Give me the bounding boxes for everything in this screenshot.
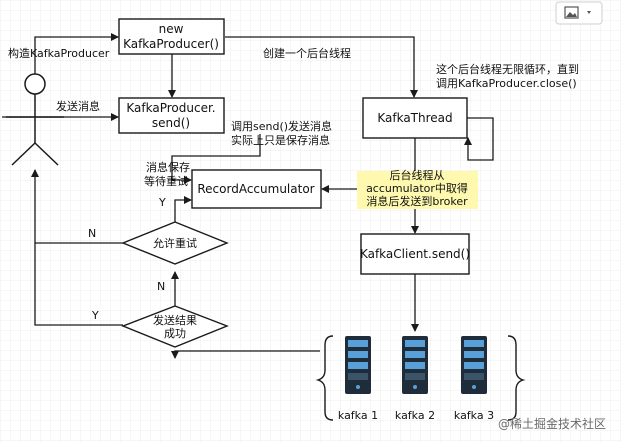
server-icon — [461, 336, 487, 394]
broker-label: kafka 3 — [454, 409, 494, 422]
arrow-retry-yes — [174, 196, 192, 222]
broker-kafka-3: kafka 3 — [454, 336, 494, 422]
watermark: @稀土掘金技术社区 — [498, 416, 606, 431]
image-icon — [564, 6, 579, 19]
label-call-send-line1: 调用send()发送消息 — [231, 119, 332, 133]
label-result-no: N — [157, 280, 165, 293]
label-result-yes: Y — [91, 309, 99, 322]
note-fetch-from-accumulator: 后台线程从 accumulator中取得 消息后发送到broker — [357, 168, 478, 209]
chevron-down-icon — [587, 11, 591, 14]
arrow-construct — [34, 33, 119, 74]
label-save-wait-line2: 等待重试 — [144, 174, 188, 188]
label-create-thread: 创建一个后台线程 — [263, 46, 351, 60]
image-menu-button[interactable] — [555, 1, 603, 25]
box-kafka-client-send: KafkaClient.send() — [360, 233, 470, 275]
label-thread-loop-line2: 调用KafkaProducer.close() — [436, 77, 577, 90]
box-new-producer-line2: KafkaProducer() — [123, 37, 219, 51]
box-record-accumulator-label: RecordAccumulator — [197, 182, 314, 196]
decision-allow-retry-label: 允许重试 — [153, 236, 197, 250]
decision-send-success-line1: 发送结果 — [153, 313, 197, 327]
box-kafka-thread: KafkaThread — [362, 97, 468, 139]
box-new-producer-line1: new — [159, 22, 184, 36]
label-save-wait-line1: 消息保存 — [146, 160, 190, 174]
broker-kafka-2: kafka 2 — [395, 336, 435, 422]
arrow-thread-loop — [464, 117, 494, 161]
label-send-message: 发送消息 — [56, 99, 100, 113]
decision-send-success-line2: 成功 — [164, 327, 186, 340]
label-thread-loop-line1: 这个后台线程无限循环，直到 — [436, 62, 579, 76]
box-new-producer: new KafkaProducer() — [118, 18, 225, 55]
broker-label: kafka 1 — [338, 409, 378, 422]
box-send: KafkaProducer. send() — [118, 97, 225, 134]
server-icon — [402, 336, 428, 394]
server-icon — [345, 336, 371, 394]
broker-kafka-1: kafka 1 — [338, 336, 378, 422]
box-kafka-thread-label: KafkaThread — [377, 111, 452, 125]
label-construct: 构造KafkaProducer — [8, 46, 110, 60]
decision-send-success: 发送结果 成功 — [121, 305, 229, 348]
arrow-send-to-accumulator — [171, 134, 261, 184]
label-retry-yes: Y — [158, 196, 166, 209]
box-send-line1: KafkaProducer. — [126, 101, 215, 115]
broker-label: kafka 2 — [395, 409, 435, 422]
box-kafka-client-send-label: KafkaClient.send() — [360, 247, 470, 261]
label-retry-no: N — [88, 227, 96, 240]
note-line1: 后台线程从 — [390, 168, 445, 182]
broker-group-left-brace — [315, 335, 334, 421]
note-line3: 消息后发送到broker — [366, 194, 468, 208]
arrow-create-thread — [225, 36, 418, 98]
box-send-line2: send() — [152, 116, 190, 130]
arrow-brokers-to-result — [171, 350, 320, 359]
broker-group-right-brace — [507, 335, 526, 421]
label-call-send-line2: 实际上只是保存消息 — [231, 133, 330, 147]
note-line2: accumulator中取得 — [366, 182, 468, 195]
arrow-result-yes — [34, 243, 123, 326]
decision-allow-retry: 允许重试 — [121, 221, 229, 265]
box-record-accumulator: RecordAccumulator — [191, 169, 322, 209]
